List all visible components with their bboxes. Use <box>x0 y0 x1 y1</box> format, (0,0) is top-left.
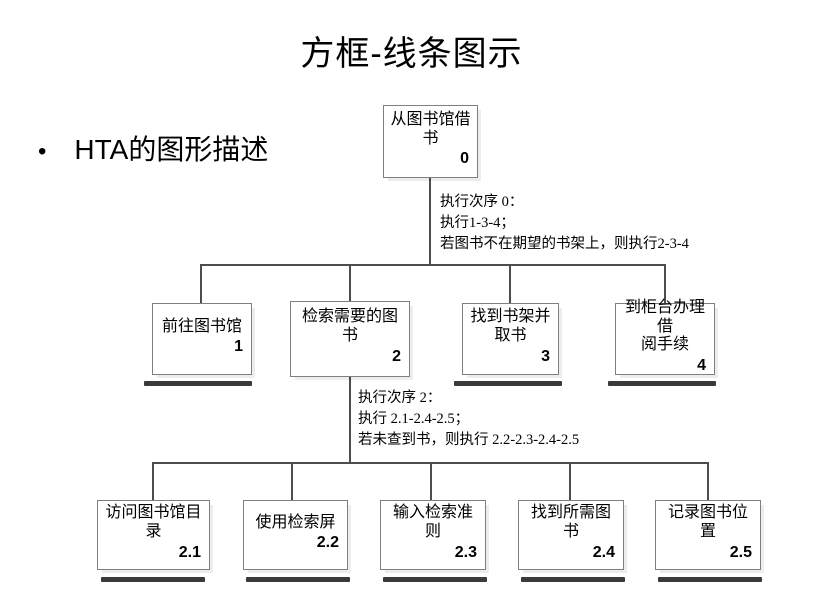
task-node-number: 2.3 <box>454 543 477 561</box>
task-node-4[interactable]: 到柜台办理借 阅手续 4 <box>615 299 715 375</box>
terminal-bar-2-1 <box>101 577 205 582</box>
connector-drop-2-3 <box>430 462 432 500</box>
annotation-note-1: 执行次序 2： 执行 2.1-2.4-2.5； 若未查到书，则执行 2.2-2.… <box>358 390 580 449</box>
terminal-bar-2-2 <box>246 577 350 582</box>
task-node-number: 1 <box>234 338 243 356</box>
task-node-label: 找到所需图书 <box>530 504 611 540</box>
terminal-bar-2-4 <box>521 577 625 582</box>
task-node-label: 前往图书馆 <box>161 317 242 335</box>
task-node-label: 使用检索屏 <box>255 513 336 531</box>
task-node-number: 2.5 <box>729 543 752 561</box>
task-node-number: 2.4 <box>592 543 615 561</box>
connector-drop-2-1 <box>152 462 154 500</box>
task-node-number: 2.1 <box>178 543 201 561</box>
task-node-number: 2.2 <box>316 534 339 552</box>
task-node-2[interactable]: 检索需要的图书 2 <box>290 301 410 377</box>
connector-drop-2 <box>349 264 351 301</box>
task-node-label: 找到书架并 取书 <box>470 308 551 344</box>
connector-drop-2-5 <box>707 462 709 500</box>
task-node-2-5[interactable]: 记录图书位置 2.5 <box>655 500 761 570</box>
task-node-label: 记录图书位置 <box>667 504 748 540</box>
connector-drop-2-4 <box>569 462 571 500</box>
task-node-number: 3 <box>541 347 550 365</box>
task-node-2-1[interactable]: 访问图书馆目录 2.1 <box>97 500 210 570</box>
connector-level1-bus <box>200 264 666 266</box>
task-node-number: 2 <box>392 347 401 365</box>
task-node-label: 检索需要的图书 <box>301 308 398 344</box>
terminal-bar-2-5 <box>658 577 762 582</box>
connector-drop-4 <box>664 264 666 303</box>
connector-root-stem <box>429 178 431 264</box>
task-node-2-3[interactable]: 输入检索准则 2.3 <box>380 500 486 570</box>
connector-node2-stem <box>349 377 351 462</box>
connector-drop-1 <box>200 264 202 303</box>
task-node-number: 4 <box>697 356 706 374</box>
bullet-list-item: • HTA的图形描述 <box>38 134 269 166</box>
task-node-label: 访问图书馆目录 <box>105 504 202 540</box>
terminal-bar-3 <box>454 381 562 386</box>
bullet-item-label: HTA的图形描述 <box>74 134 269 165</box>
connector-drop-3 <box>509 264 511 303</box>
bullet-marker-icon: • <box>38 138 47 165</box>
annotation-note-0: 执行次序 0： 执行1-3-4； 若图书不在期望的书架上，则执行2-3-4 <box>440 194 689 253</box>
task-node-root[interactable]: 从图书馆借书 0 <box>383 105 478 178</box>
page-title: 方框-线条图示 <box>300 35 523 73</box>
task-node-2-4[interactable]: 找到所需图书 2.4 <box>518 500 624 570</box>
task-node-2-2[interactable]: 使用检索屏 2.2 <box>243 500 348 570</box>
task-node-3[interactable]: 找到书架并 取书 3 <box>462 303 559 375</box>
task-node-number: 0 <box>460 150 469 168</box>
task-node-1[interactable]: 前往图书馆 1 <box>152 303 252 375</box>
terminal-bar-4 <box>608 381 716 386</box>
task-node-label: 从图书馆借书 <box>390 110 471 147</box>
connector-drop-2-2 <box>291 462 293 500</box>
task-node-label: 到柜台办理借 阅手续 <box>624 299 705 354</box>
terminal-bar-1 <box>144 381 252 386</box>
terminal-bar-2-3 <box>383 577 487 582</box>
task-node-label: 输入检索准则 <box>392 504 473 540</box>
